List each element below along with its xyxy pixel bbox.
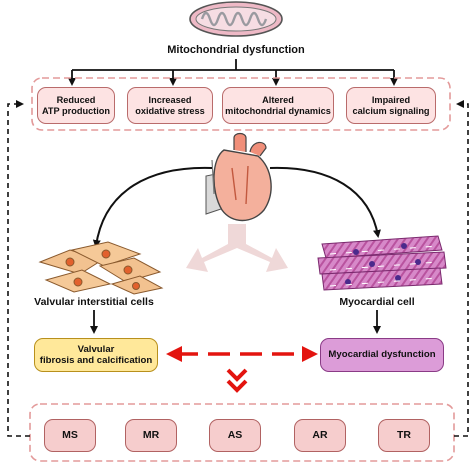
red-bidirectional-arrow bbox=[166, 346, 318, 362]
valve-diseases-frame bbox=[29, 403, 455, 462]
faint-split-arrow bbox=[186, 224, 288, 272]
curve-arrow-right bbox=[269, 166, 381, 238]
valve-disease-as: AS bbox=[209, 419, 261, 452]
label-valvular-interstitial-cells: Valvular interstitial cells bbox=[34, 296, 154, 308]
outcome-valvular-fibrosis: Valvular fibrosis and calcification bbox=[34, 338, 158, 372]
cause-connectors bbox=[68, 59, 398, 86]
double-chevron-down-icon bbox=[226, 368, 248, 393]
valve-disease-tr: TR bbox=[378, 419, 430, 452]
myocardial-cells-icon bbox=[317, 235, 447, 291]
curve-arrow-left bbox=[92, 166, 213, 248]
label-myocardial-cell: Myocardial cell bbox=[339, 296, 415, 308]
mitochondrion-icon bbox=[189, 1, 283, 37]
valve-disease-ms: MS bbox=[44, 419, 96, 452]
feedback-loop-left bbox=[7, 100, 30, 437]
cause-calcium-signaling: Impaired calcium signaling bbox=[346, 87, 436, 124]
causes-frame bbox=[31, 77, 451, 131]
interstitial-cells-icon bbox=[38, 241, 164, 295]
feedback-loop-right bbox=[454, 100, 469, 437]
cause-oxidative-stress: Increased oxidative stress bbox=[127, 87, 213, 124]
heart-icon bbox=[205, 132, 272, 222]
valve-disease-ar: AR bbox=[294, 419, 346, 452]
valve-disease-mr: MR bbox=[125, 419, 177, 452]
diagram-title: Mitochondrial dysfunction bbox=[167, 44, 305, 56]
cause-reduced-atp: Reduced ATP production bbox=[37, 87, 115, 124]
outcome-myocardial-dysfunction: Myocardial dysfunction bbox=[320, 338, 444, 372]
cause-mitochondrial-dynamics: Altered mitochondrial dynamics bbox=[222, 87, 334, 124]
